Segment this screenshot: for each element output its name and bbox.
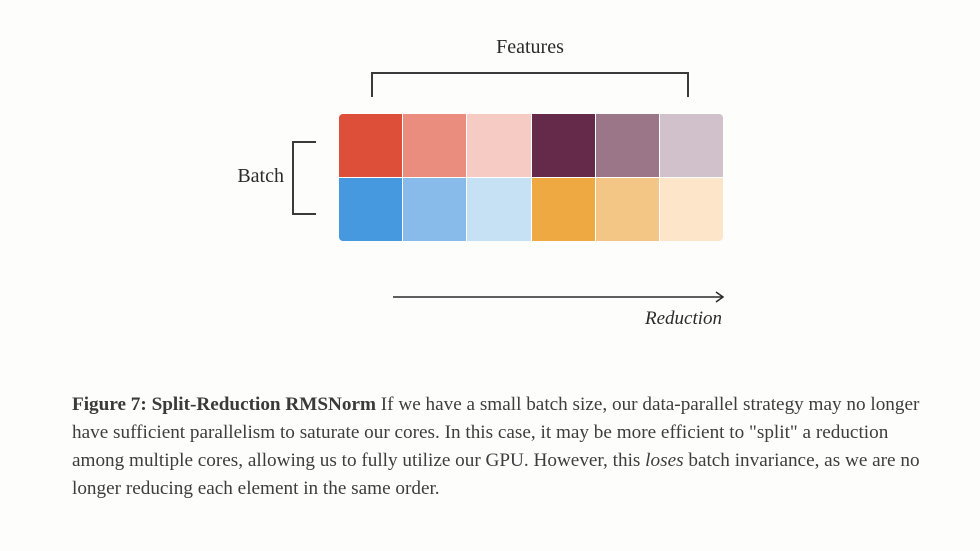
figure-caption: Figure 7: Split-Reduction RMSNorm If we … [72, 391, 932, 503]
caption-text: If we have a small batch size, our data-… [72, 394, 920, 471]
grid-cell-r2-c5 [595, 178, 659, 241]
grid-cell-r1-c3 [467, 114, 531, 177]
features-label: Features [496, 36, 564, 58]
batch-label: Batch [237, 165, 284, 187]
reduction-label: Reduction [644, 308, 722, 329]
split-reduction-diagram: Features Batch Reduction [237, 36, 725, 329]
features-bracket [371, 72, 689, 97]
batch-bracket [292, 141, 316, 215]
grid-cell-r2-c6 [659, 178, 723, 241]
grid-cell-r1-c4 [531, 114, 595, 177]
grid-cell-r1-c2 [403, 114, 467, 177]
grid-cell-r2-c4 [531, 178, 595, 241]
caption-emphasis: loses [645, 450, 684, 471]
grid-cell-r2-c1 [339, 178, 403, 241]
grid-cell-r2-c3 [467, 178, 531, 241]
grid-cell-r1-c1 [339, 114, 403, 177]
caption-text-end: batch invariance, as we are no longer re… [72, 450, 920, 499]
feature-batch-grid [339, 114, 723, 241]
grid-cell-r2-c2 [403, 178, 467, 241]
caption-title: Figure 7: Split-Reduction RMSNorm [72, 394, 376, 415]
grid-cell-r1-c5 [595, 114, 659, 177]
grid-cell-r1-c6 [659, 114, 723, 177]
reduction-arrow-icon [393, 291, 725, 303]
